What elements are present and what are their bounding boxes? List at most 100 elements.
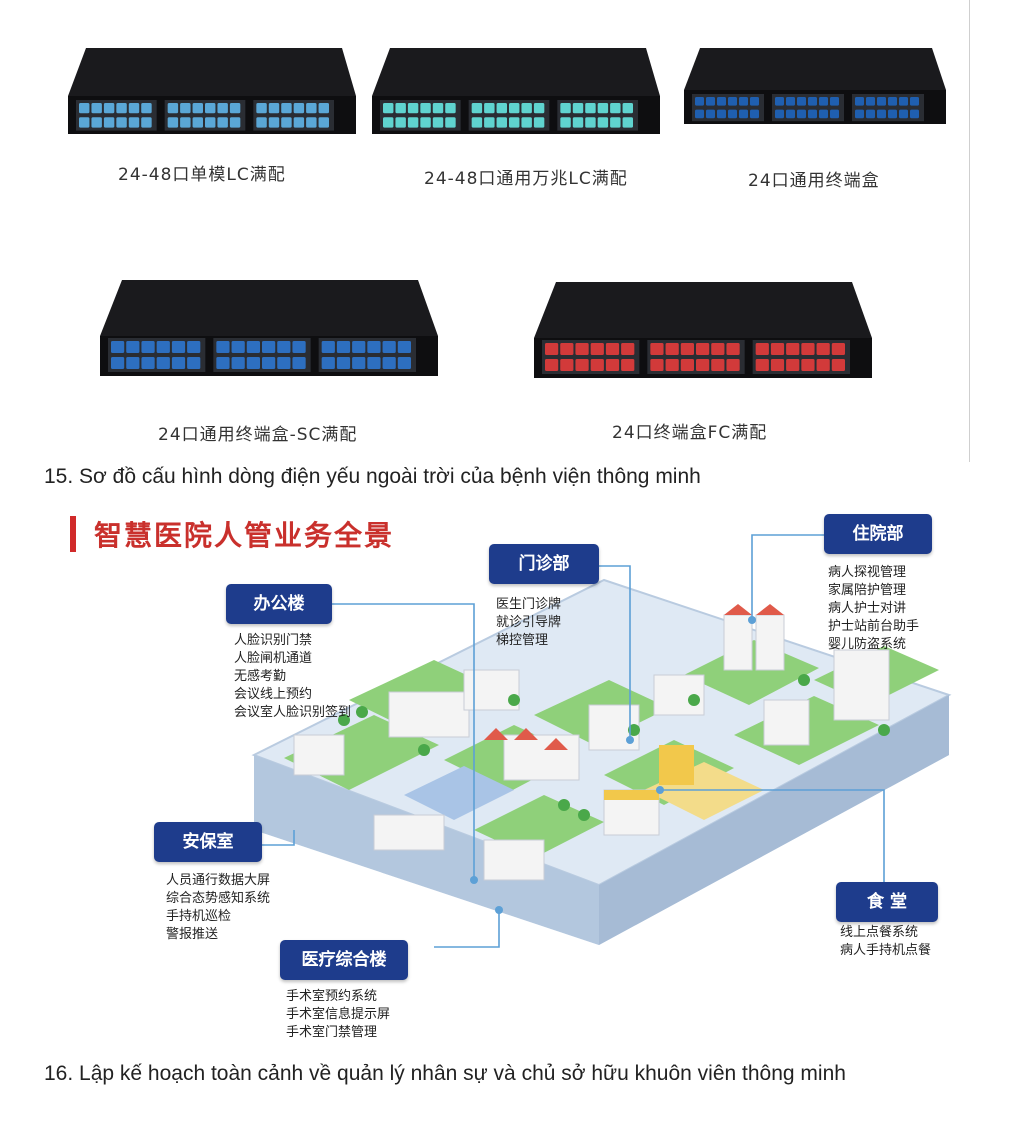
fiber-port [116, 103, 127, 114]
fiber-port [521, 117, 532, 128]
fiber-port [128, 103, 140, 114]
fiber-port [192, 103, 203, 114]
fiber-port [590, 359, 604, 371]
fiber-port [229, 117, 241, 128]
fiber-port [910, 109, 919, 119]
fiber-port [321, 357, 335, 369]
fiber-port [292, 357, 306, 369]
fiber-port [560, 359, 574, 371]
patch-panel-image [534, 282, 872, 378]
fiber-port [866, 97, 875, 106]
fiber-port [256, 117, 267, 128]
fiber-port [726, 343, 740, 355]
fiber-port [420, 103, 431, 114]
fiber-port [246, 357, 260, 369]
patch-panel-image [100, 280, 438, 376]
fiber-port [292, 341, 306, 353]
fiber-port [755, 359, 769, 371]
fiber-port [281, 103, 292, 114]
fiber-port [605, 343, 620, 355]
fiber-port [597, 117, 609, 128]
fiber-port [830, 109, 839, 119]
product-label: 24口通用终端盒-SC满配 [158, 425, 358, 445]
product-label: 24口终端盒FC满配 [612, 423, 768, 443]
fiber-port [116, 117, 127, 128]
fiber-port [726, 359, 740, 371]
fiber-port [808, 97, 817, 106]
product-label: 24-48口单模LC满配 [118, 165, 286, 185]
feature-item: 护士站前台助手 [828, 619, 920, 634]
fiber-port [128, 117, 140, 128]
fiber-port [367, 341, 381, 353]
fiber-port [830, 97, 839, 106]
fiber-port [103, 117, 115, 128]
fiber-port [407, 103, 419, 114]
feature-item: 线上点餐系统 [840, 925, 919, 940]
fiber-port [665, 359, 679, 371]
feature-list: 手术室预约系统 手术室信息提示屏 手术室门禁管理 [286, 988, 390, 1042]
fiber-port [91, 103, 102, 114]
product-lc-singlemode [64, 46, 360, 136]
fiber-port [383, 103, 394, 114]
fiber-port [509, 103, 520, 114]
fiber-port [877, 109, 886, 119]
fiber-port [680, 359, 694, 371]
fiber-port [750, 109, 759, 119]
fiber-port [695, 97, 704, 106]
fiber-port [622, 103, 633, 114]
fiber-port [866, 109, 875, 119]
fiber-port [572, 117, 584, 128]
fiber-port [855, 109, 864, 119]
fiber-port [277, 357, 291, 369]
fiber-port [293, 103, 305, 114]
fiber-port [717, 109, 726, 119]
fiber-port [797, 109, 806, 119]
fiber-port [103, 103, 115, 114]
fiber-port [432, 117, 444, 128]
fiber-port [560, 343, 574, 355]
fiber-port [706, 97, 715, 106]
feature-item: 就诊引导牌 [496, 615, 562, 630]
fiber-port [572, 103, 584, 114]
fiber-port [695, 109, 704, 119]
fiber-port [496, 103, 507, 114]
fiber-port [728, 97, 737, 106]
fiber-port [395, 117, 406, 128]
fiber-port [180, 117, 191, 128]
fiber-port [336, 341, 351, 353]
dept-medical-complex: 医疗综合楼 [280, 940, 408, 980]
fiber-port [739, 109, 748, 119]
figure-caption: 16. Lập kế hoạch toàn cảnh về quản lý nh… [44, 1062, 846, 1085]
patch-panel-image [68, 48, 356, 134]
feature-item: 警报推送 [166, 927, 219, 942]
fiber-port [171, 357, 186, 369]
fiber-port [801, 343, 815, 355]
fiber-port [367, 357, 381, 369]
feature-item: 会议室人脸识别签到 [234, 705, 352, 720]
fiber-port [262, 357, 276, 369]
fiber-port [775, 109, 784, 119]
dept-inpatient: 住院部 [824, 514, 932, 554]
figure-caption: 15. Sơ đồ cấu hình dòng điện yếu ngoài t… [44, 465, 701, 488]
fiber-port [786, 359, 800, 371]
feature-list: 人员通行数据大屏 综合态势感知系统 手持机巡检 警报推送 [166, 872, 270, 944]
fiber-port [770, 359, 785, 371]
fiber-port [156, 341, 170, 353]
fiber-port [217, 117, 228, 128]
feature-item: 手术室门禁管理 [286, 1025, 378, 1040]
fiber-port [877, 97, 886, 106]
fiber-port [281, 117, 292, 128]
fiber-port [246, 341, 260, 353]
patch-panel-image [684, 48, 946, 124]
feature-item: 梯控管理 [496, 633, 549, 648]
fiber-port [621, 343, 635, 355]
fiber-port [156, 357, 170, 369]
fiber-port [216, 341, 230, 353]
fiber-port [533, 103, 545, 114]
feature-list: 医生门诊牌 就诊引导牌 梯控管理 [496, 596, 561, 650]
dept-canteen: 食 堂 [836, 882, 938, 922]
fiber-port [739, 97, 748, 106]
fiber-port [706, 109, 715, 119]
fiber-port [352, 357, 366, 369]
fiber-port [445, 117, 456, 128]
